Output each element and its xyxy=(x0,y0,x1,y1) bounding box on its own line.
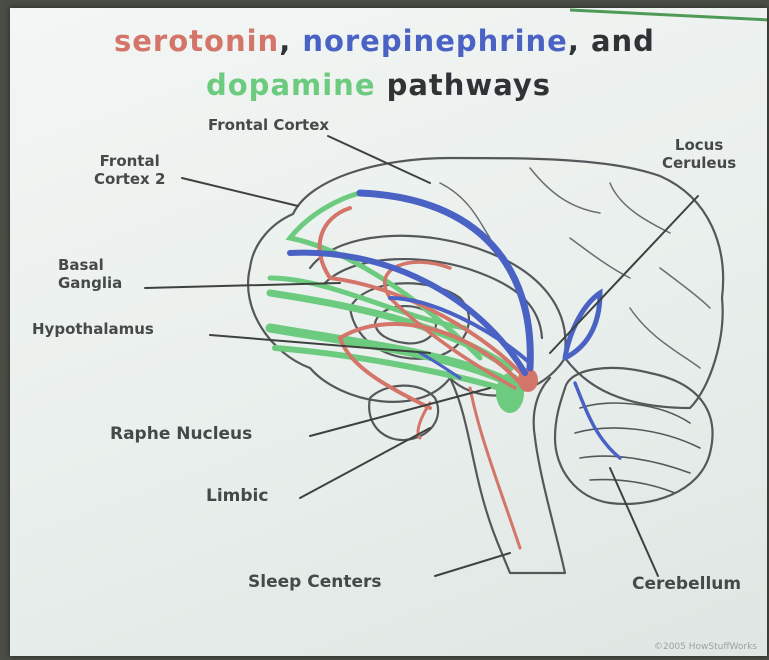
cerebellum-folds xyxy=(575,403,700,493)
brain-outline xyxy=(248,158,723,573)
leader-sleep-centers xyxy=(435,553,510,576)
label-frontal-cortex-2: Frontal Cortex 2 xyxy=(94,152,165,188)
copyright-notice: ©2005 HowStuffWorks xyxy=(654,642,757,652)
leader-frontal-cortex-2 xyxy=(182,178,298,206)
leader-cerebellum xyxy=(610,468,658,576)
label-limbic: Limbic xyxy=(206,486,268,506)
label-raphe-nucleus: Raphe Nucleus xyxy=(110,424,252,444)
leader-locus-ceruleus xyxy=(550,196,698,353)
label-locus-ceruleus-line-2: Ceruleus xyxy=(662,154,736,172)
slide: serotonin, norepinephrine, and dopamine … xyxy=(10,8,767,656)
label-sleep-centers: Sleep Centers xyxy=(248,572,382,592)
label-basal-ganglia-line-1: Basal xyxy=(58,256,122,274)
label-basal-ganglia-line-2: Ganglia xyxy=(58,274,122,292)
label-locus-ceruleus: Locus Ceruleus xyxy=(662,136,736,172)
leader-limbic xyxy=(300,428,430,498)
label-hypothalamus: Hypothalamus xyxy=(32,320,154,338)
label-cerebellum: Cerebellum xyxy=(632,574,741,594)
label-basal-ganglia: Basal Ganglia xyxy=(58,256,122,292)
label-frontal-cortex: Frontal Cortex xyxy=(208,116,329,134)
label-frontal-cortex-2-line-1: Frontal xyxy=(94,152,165,170)
label-frontal-cortex-2-line-2: Cortex 2 xyxy=(94,170,165,188)
label-locus-ceruleus-line-1: Locus xyxy=(662,136,736,154)
norepinephrine-path-4 xyxy=(565,293,600,358)
